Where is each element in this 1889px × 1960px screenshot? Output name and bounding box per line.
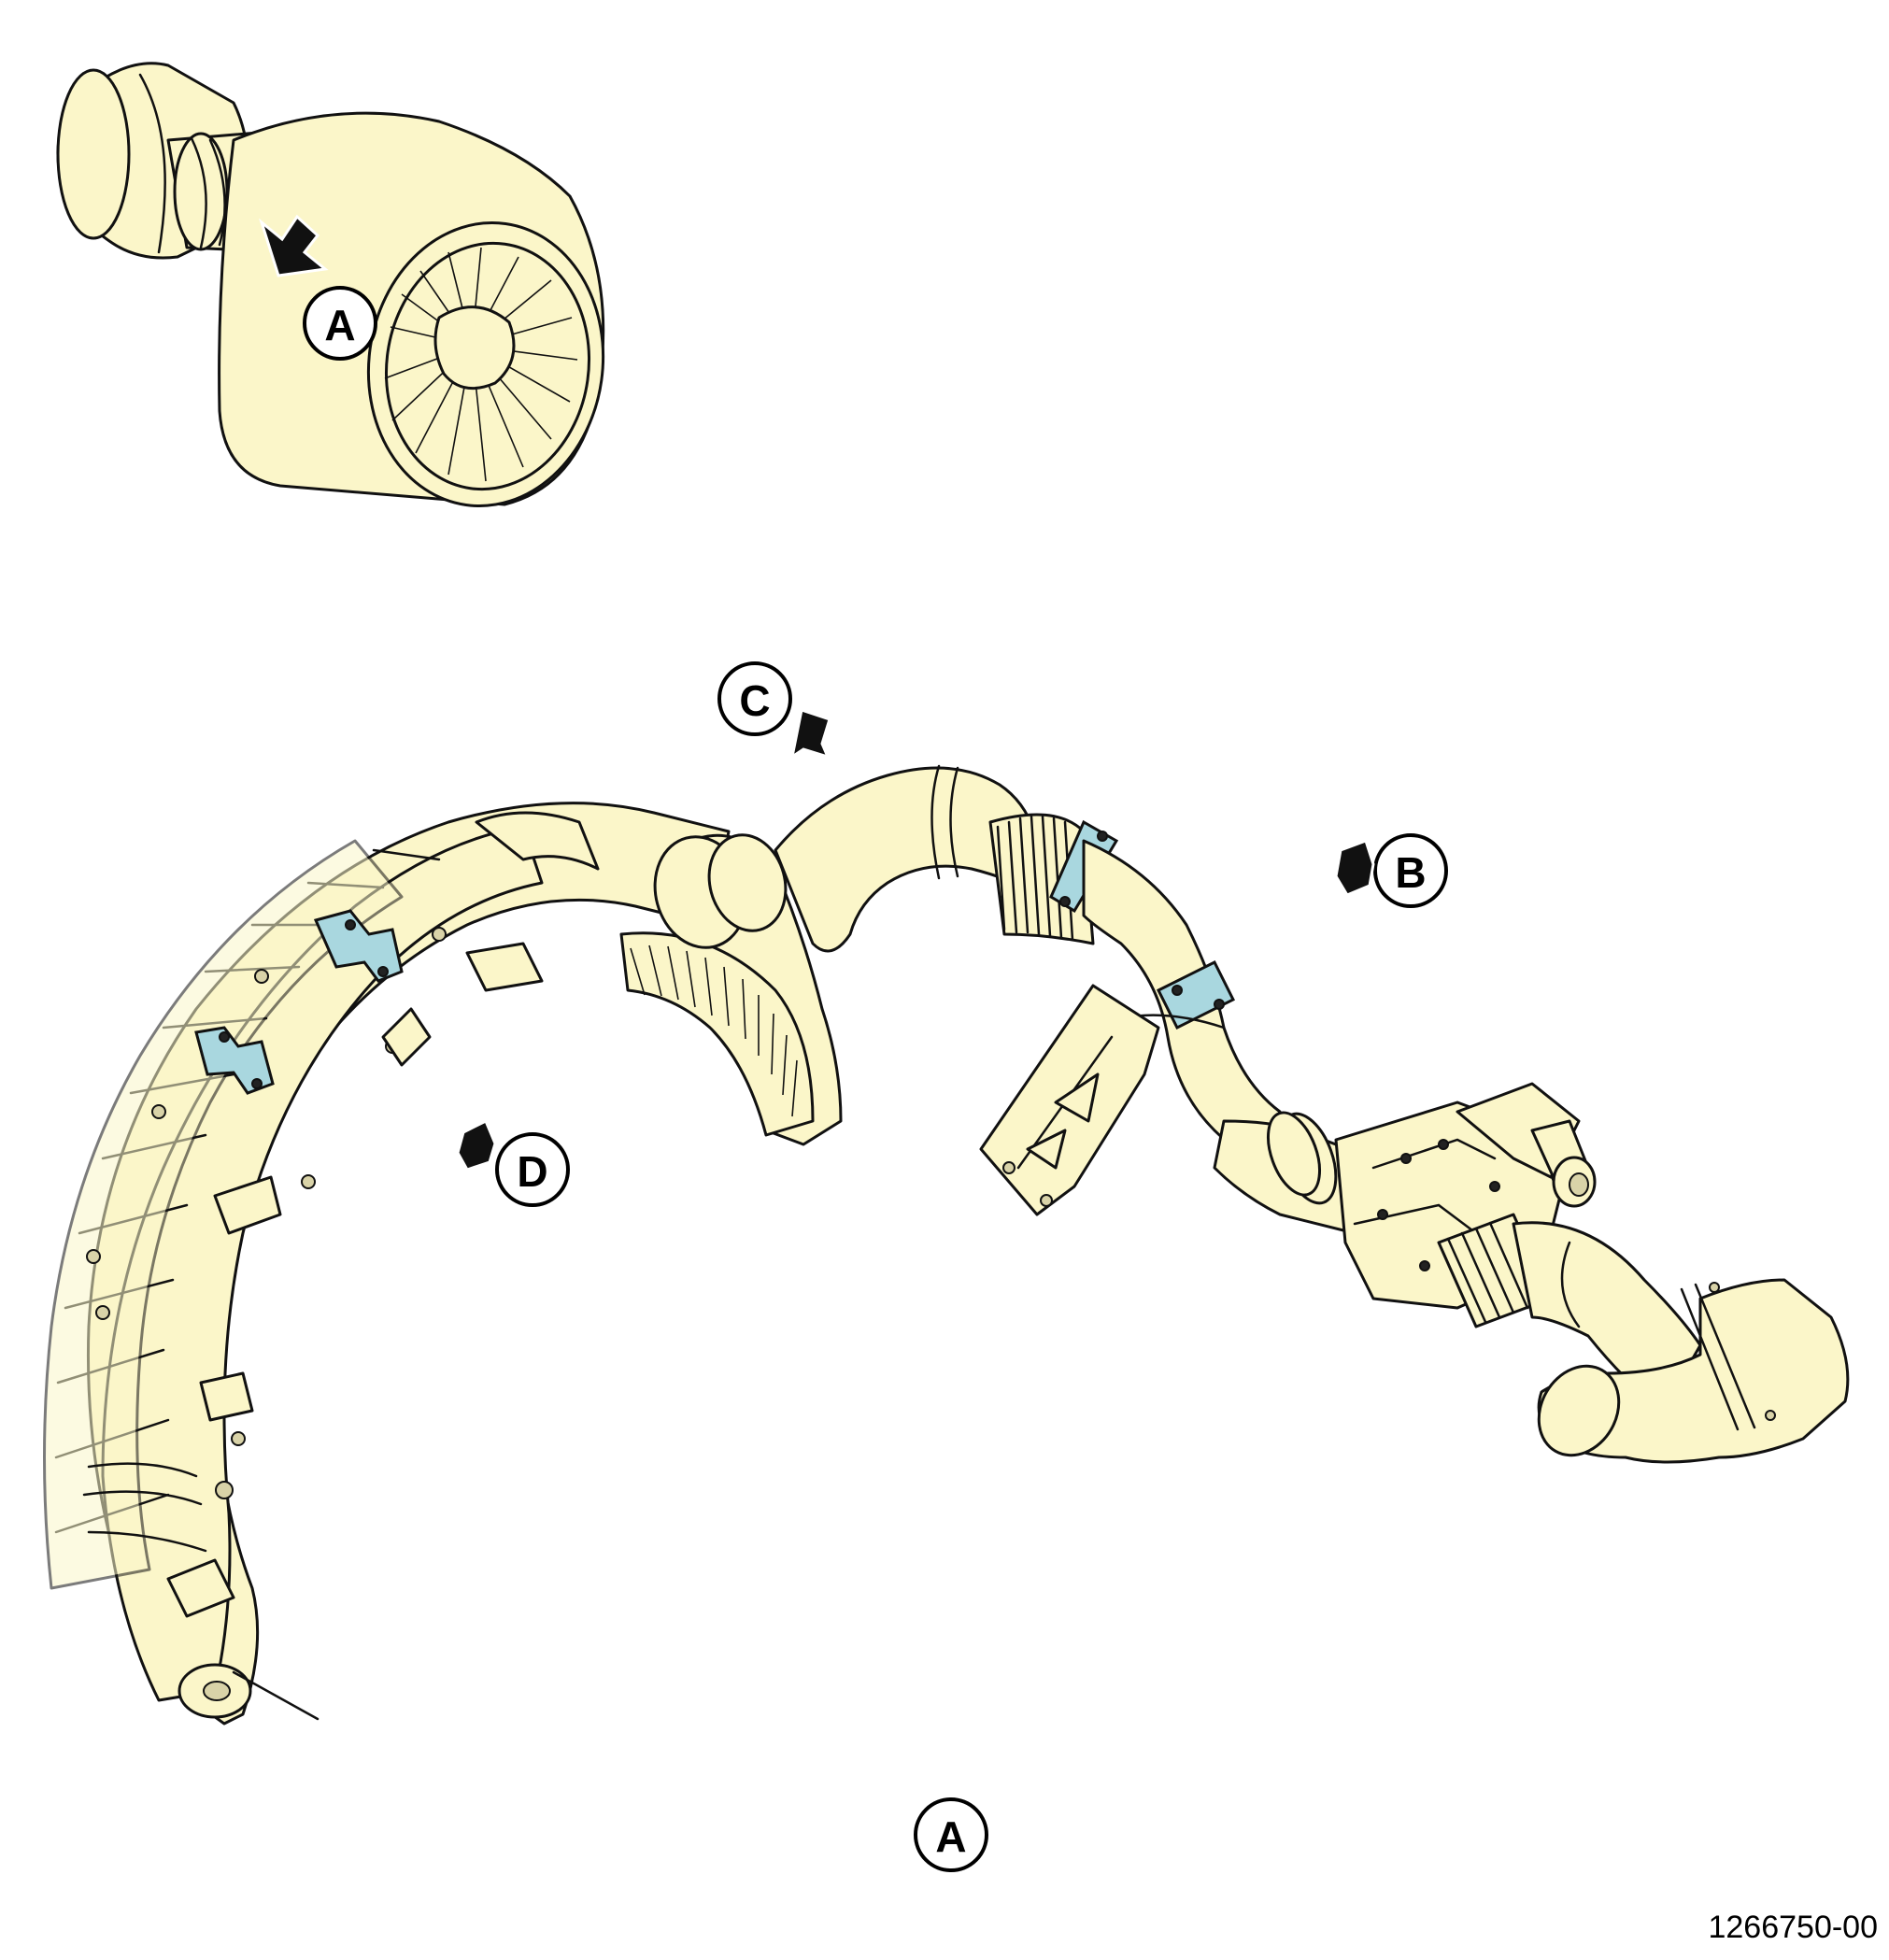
view-d-arrow [456,1118,497,1172]
engine-overview [56,62,605,508]
callout-b-label: B [1395,848,1426,897]
view-c-arrow [789,708,831,760]
detail-label-a-text: A [935,1812,966,1861]
callout-b: B [1334,833,1448,908]
callout-a-engine-label: A [324,301,355,349]
callout-c-label: C [739,676,770,725]
callout-d: D [456,1118,570,1207]
detail-label-a: A [914,1797,988,1872]
duct-assembly [43,764,1850,1726]
view-b-arrow [1334,839,1375,897]
callout-a-engine: A [303,286,377,361]
figure-number: 1266750-00 [1708,1910,1878,1945]
heat-exchanger-fins [619,931,815,1137]
callout-c: C [717,661,831,760]
callout-d-label: D [517,1147,547,1196]
view-a-arrow [259,214,329,277]
